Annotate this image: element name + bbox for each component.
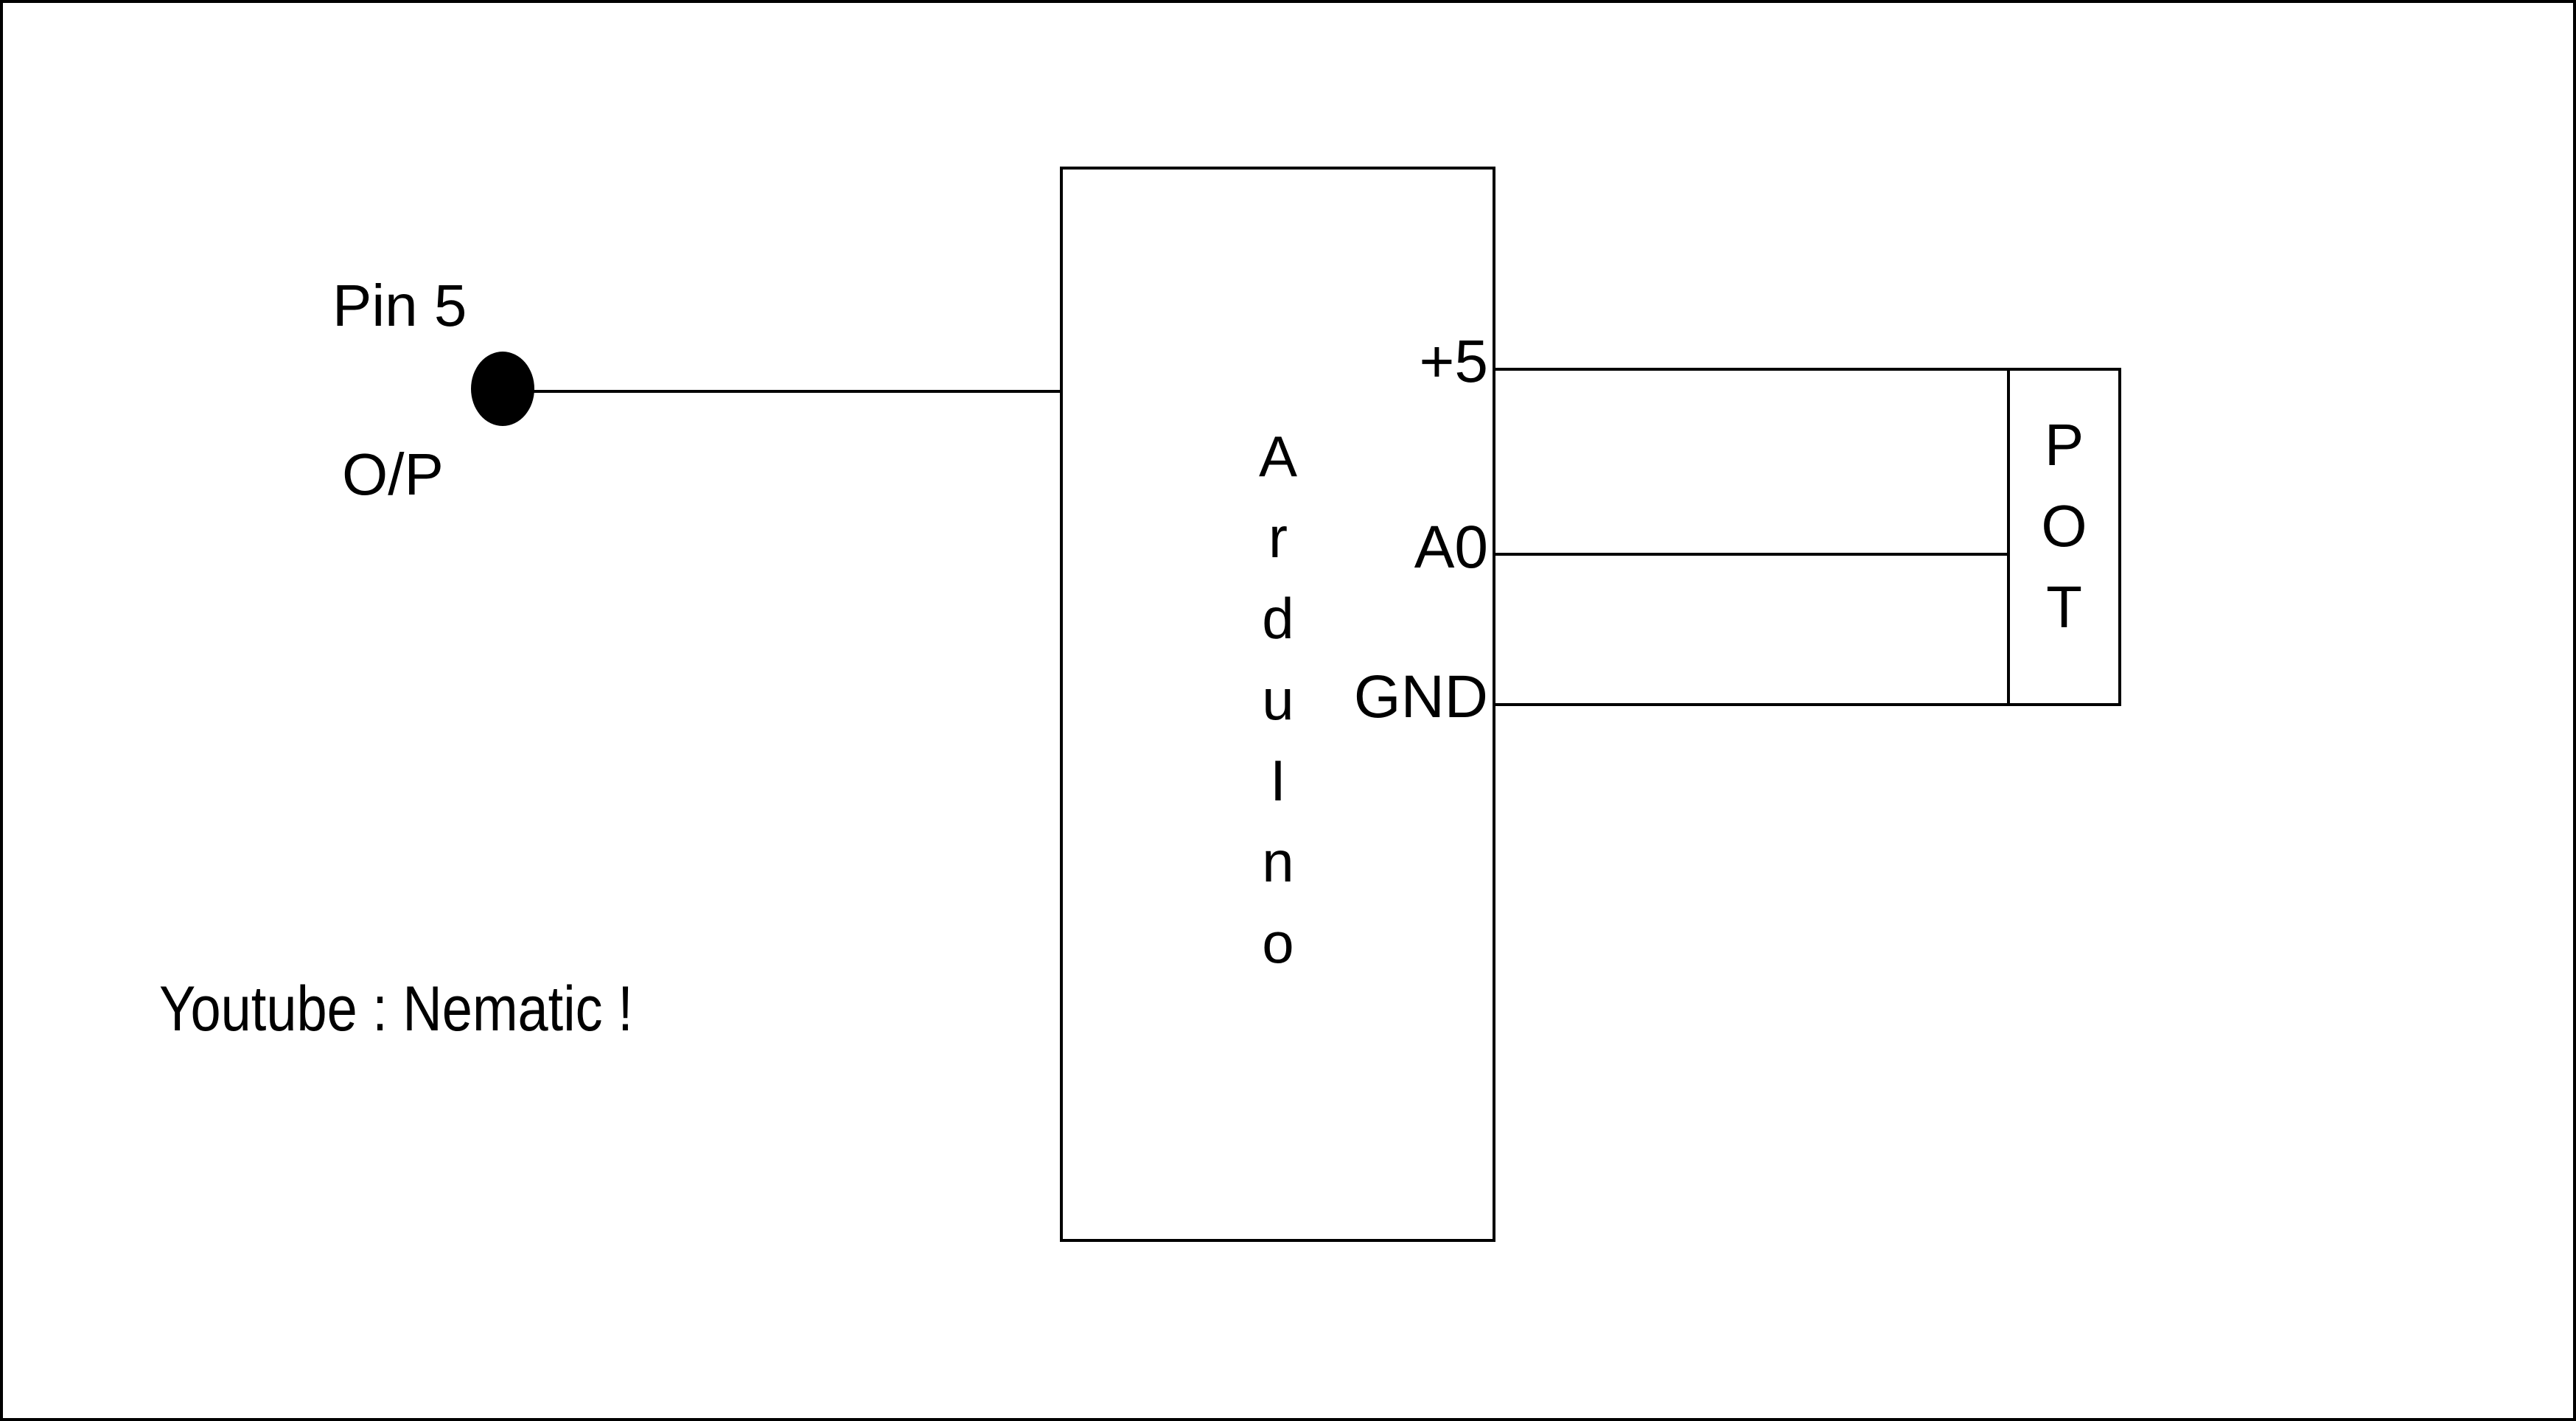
pin-label-plus5: +5 [1419, 328, 1489, 395]
pin-label-a0: A0 [1414, 514, 1488, 581]
arduino-block [1060, 167, 1495, 1242]
output-node-dot-icon [471, 352, 534, 426]
pin5-label: Pin 5 [332, 273, 467, 338]
arduino-letter-2: d [1262, 586, 1294, 651]
wire-a0-to-pot-wiper [1494, 553, 2010, 556]
wire-gnd-to-pot [1494, 703, 2121, 706]
arduino-block-label: A r d u I n o [1226, 416, 1330, 983]
arduino-letter-3: u [1262, 667, 1294, 732]
credit-text: Youtube : Nematic ! [159, 974, 633, 1044]
arduino-letter-5: n [1262, 829, 1294, 894]
pot-letter-1: O [2041, 493, 2087, 559]
arduino-letter-0: A [1258, 424, 1298, 489]
pot-letter-2: T [2046, 574, 2082, 640]
arduino-letter-1: r [1268, 505, 1288, 570]
wire-pin5-output [532, 390, 1061, 393]
wire-plus5-to-pot [1494, 368, 2121, 371]
pin-label-gnd: GND [1353, 663, 1488, 730]
arduino-letter-4: I [1270, 748, 1286, 813]
potentiometer-label: P O T [2007, 405, 2121, 648]
potentiometer-block [2007, 368, 2121, 706]
pot-letter-0: P [2044, 412, 2084, 478]
output-signal-label: O/P [342, 441, 444, 507]
arduino-letter-6: o [1262, 910, 1294, 975]
